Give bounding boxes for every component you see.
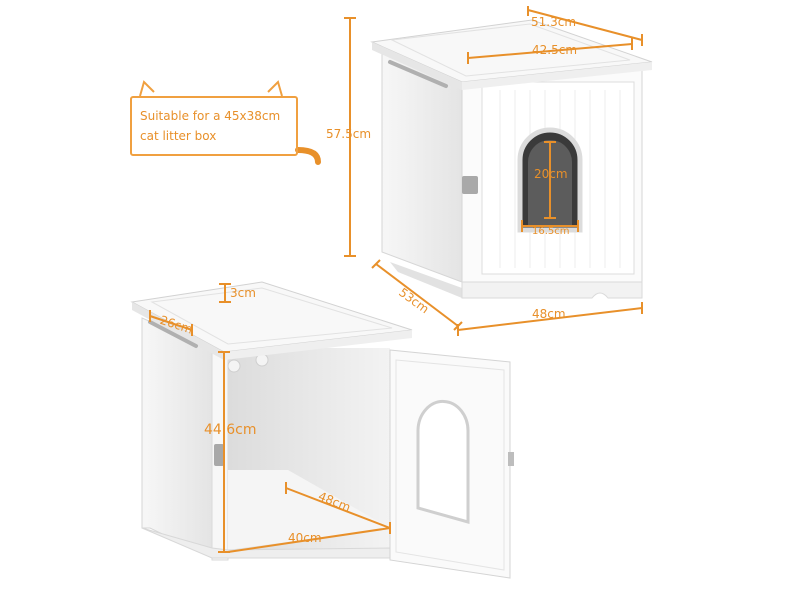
door-latch (462, 176, 478, 194)
closed-cabinet (370, 19, 653, 299)
label-top-depth: 51.3cm (531, 15, 576, 29)
note-line-1: Suitable for a 45x38cm (140, 109, 281, 123)
label-top-width: 42.5cm (532, 43, 577, 57)
label-window-height: 20cm (534, 167, 568, 181)
litter-box-note: Suitable for a 45x38cm cat litter box (130, 96, 298, 156)
cabinet-base (461, 281, 643, 299)
open-latch (214, 444, 224, 466)
note-line-2: cat litter box (140, 129, 217, 143)
open-side-rail (148, 320, 198, 348)
side-rail (388, 60, 448, 88)
door-window (416, 399, 470, 524)
open-cabinet (130, 281, 514, 579)
interior-floor (228, 470, 390, 550)
open-side-panel (141, 317, 213, 559)
cat-ears-icon (139, 80, 283, 97)
label-inner-height: 44.6cm (204, 422, 257, 438)
label-base-depth: 53cm (396, 285, 431, 316)
label-height: 57.5cm (326, 127, 371, 141)
label-inner-width: 40cm (288, 531, 322, 545)
label-base-width: 48cm (532, 307, 566, 321)
cabinet-side-panel (381, 51, 463, 283)
label-rim-height: 3cm (230, 286, 256, 300)
dimension-lines (149, 6, 643, 553)
cat-tail-icon (295, 147, 321, 165)
label-window-width: 16.5cm (532, 226, 570, 237)
cabinet-side-base (390, 262, 462, 298)
